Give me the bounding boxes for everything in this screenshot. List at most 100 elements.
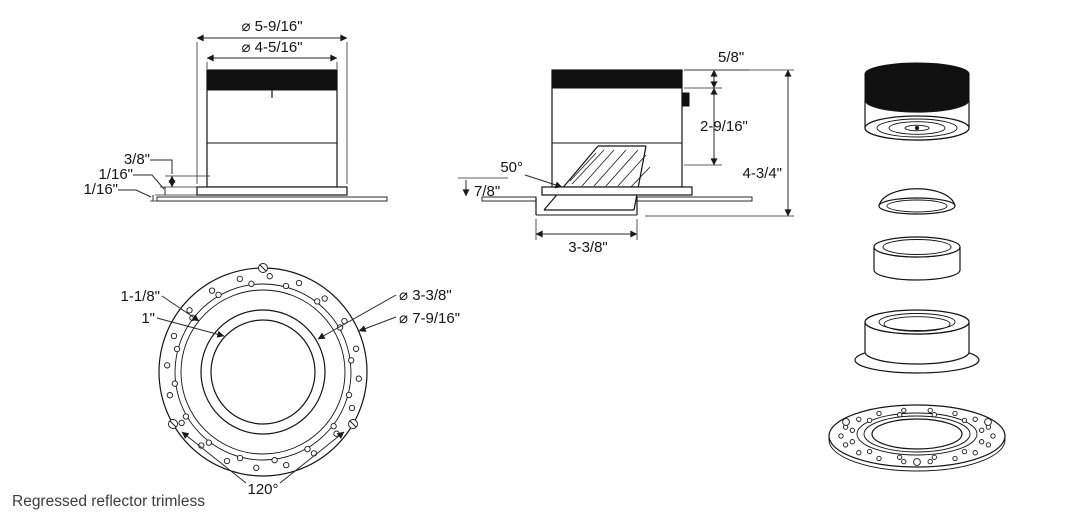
side-driver-band	[551, 69, 683, 89]
dim-label: 4-3/4"	[742, 165, 782, 182]
mounting-hole	[897, 412, 903, 418]
mounting-hole	[283, 461, 290, 469]
lens-ring-inner	[904, 124, 930, 132]
mounting-hole	[866, 417, 873, 424]
mounting-hole	[321, 295, 328, 302]
mounting-hole	[271, 457, 278, 464]
plate-screw-bottom	[913, 458, 921, 466]
mounting-hole	[248, 280, 255, 287]
plan-plate-edge	[158, 267, 368, 477]
mounting-hole	[856, 416, 862, 422]
mounting-hole	[282, 282, 290, 290]
mounting-hole	[931, 412, 937, 418]
plan-mounting-hole-pattern-outer	[164, 273, 362, 471]
exploded-retainer-ring	[873, 236, 961, 281]
dim-label: 1/16"	[83, 181, 118, 198]
front-view: ⌀ 5-9/16" ⌀ 4-5/16"	[83, 18, 388, 202]
mounting-hole	[164, 362, 171, 369]
dim-label: 5/8"	[718, 49, 744, 66]
mounting-hole	[295, 279, 303, 287]
plan-screw-top	[258, 263, 268, 273]
mounting-hole	[927, 458, 933, 465]
mounting-hole	[215, 291, 222, 299]
mounting-hole	[952, 410, 958, 417]
plan-dim-plate-dia: ⌀ 7-9/16"	[358, 310, 460, 332]
side-view: 5/8" 2-9/16" 4-3/4" 50° 7/8" 3-3/8"	[458, 49, 794, 256]
dim-label: 120°	[247, 481, 278, 498]
mounting-hole	[166, 392, 174, 399]
plate-aperture	[871, 418, 963, 450]
mounting-hole	[961, 417, 968, 424]
dim-label: 7/8"	[474, 183, 500, 200]
front-fixture-body	[156, 69, 388, 202]
plan-aperture-ring	[200, 309, 326, 435]
mounting-hole	[178, 419, 185, 427]
front-dim-outer-diameter: ⌀ 5-9/16"	[196, 18, 348, 184]
plan-dim-screw-angle: 120°	[181, 431, 345, 498]
plan-dim-offset-b: 1"	[141, 310, 225, 338]
front-dim-flange-stack: 3/8" 1/16" 1/16"	[83, 151, 210, 202]
mounting-hole	[979, 439, 985, 445]
dim-label: ⌀ 3-3/8"	[399, 287, 452, 304]
mounting-hole	[253, 464, 260, 471]
mounting-hole	[208, 287, 216, 294]
exploded-dome-reflector	[878, 188, 956, 215]
mounting-hole	[931, 454, 937, 460]
plan-view: 1-1/8" 1" ⌀ 3-3/8" ⌀ 7-9/16" 120°	[120, 263, 460, 498]
mounting-hole	[304, 445, 311, 453]
side-dim-top-height: 5/8"	[684, 49, 750, 89]
mounting-hole	[866, 448, 873, 455]
mounting-hole	[876, 455, 882, 462]
side-reflector-cone	[543, 145, 651, 211]
exploded-reflector-housing	[854, 309, 980, 374]
plate-screw-left	[842, 418, 850, 426]
mounting-hole	[856, 450, 862, 456]
side-flange	[541, 186, 693, 196]
mounting-hole	[173, 345, 181, 353]
dim-label: ⌀ 5-9/16"	[241, 18, 302, 35]
dim-label: 3/8"	[124, 151, 150, 168]
lens-ring-outer	[876, 118, 958, 138]
mounting-hole	[355, 375, 362, 382]
mounting-hole	[979, 427, 985, 433]
plan-mounting-hole-pattern-inner	[171, 280, 355, 464]
side-mud-plate-right	[636, 196, 753, 202]
mounting-hole	[838, 433, 844, 439]
plan-reflector-ring	[210, 319, 316, 425]
mounting-hole	[901, 407, 907, 414]
mounting-hole	[849, 427, 855, 433]
dim-label: 1/16"	[98, 166, 133, 183]
mounting-hole	[236, 454, 244, 462]
mounting-hole	[310, 450, 318, 457]
mounting-hole	[170, 332, 178, 340]
dim-label: ⌀ 4-5/16"	[241, 39, 302, 56]
dim-label: ⌀ 7-9/16"	[399, 310, 460, 327]
mounting-hole	[205, 439, 212, 446]
mounting-hole	[972, 416, 978, 422]
side-dim-regress-depth: 7/8"	[458, 177, 508, 200]
exploded-view	[828, 62, 1006, 472]
mounting-hole	[314, 298, 321, 305]
mounting-hole	[236, 275, 243, 283]
side-dim-cone-angle: 50°	[500, 159, 563, 189]
dim-label: 3-3/8"	[568, 239, 608, 256]
mounting-hole	[345, 391, 353, 399]
mounting-hole	[876, 410, 882, 417]
side-dim-body-height: 2-9/16"	[684, 87, 748, 166]
mounting-hole	[849, 439, 855, 445]
plate-hole-pattern-inner	[849, 412, 985, 460]
side-dim-total-height: 4-3/4"	[645, 69, 794, 217]
mounting-hole	[171, 380, 178, 387]
front-mud-plate	[156, 196, 388, 202]
mounting-hole	[330, 423, 337, 430]
mounting-hole	[972, 450, 978, 456]
mounting-hole	[223, 457, 231, 465]
front-flange	[196, 186, 348, 196]
mounting-hole	[352, 345, 360, 352]
side-fixture-body	[481, 69, 753, 216]
plan-dim-aperture-dia: ⌀ 3-3/8"	[317, 287, 452, 340]
dim-label: 1"	[141, 310, 155, 327]
mounting-hole	[961, 448, 968, 455]
mounting-hole	[952, 455, 958, 462]
